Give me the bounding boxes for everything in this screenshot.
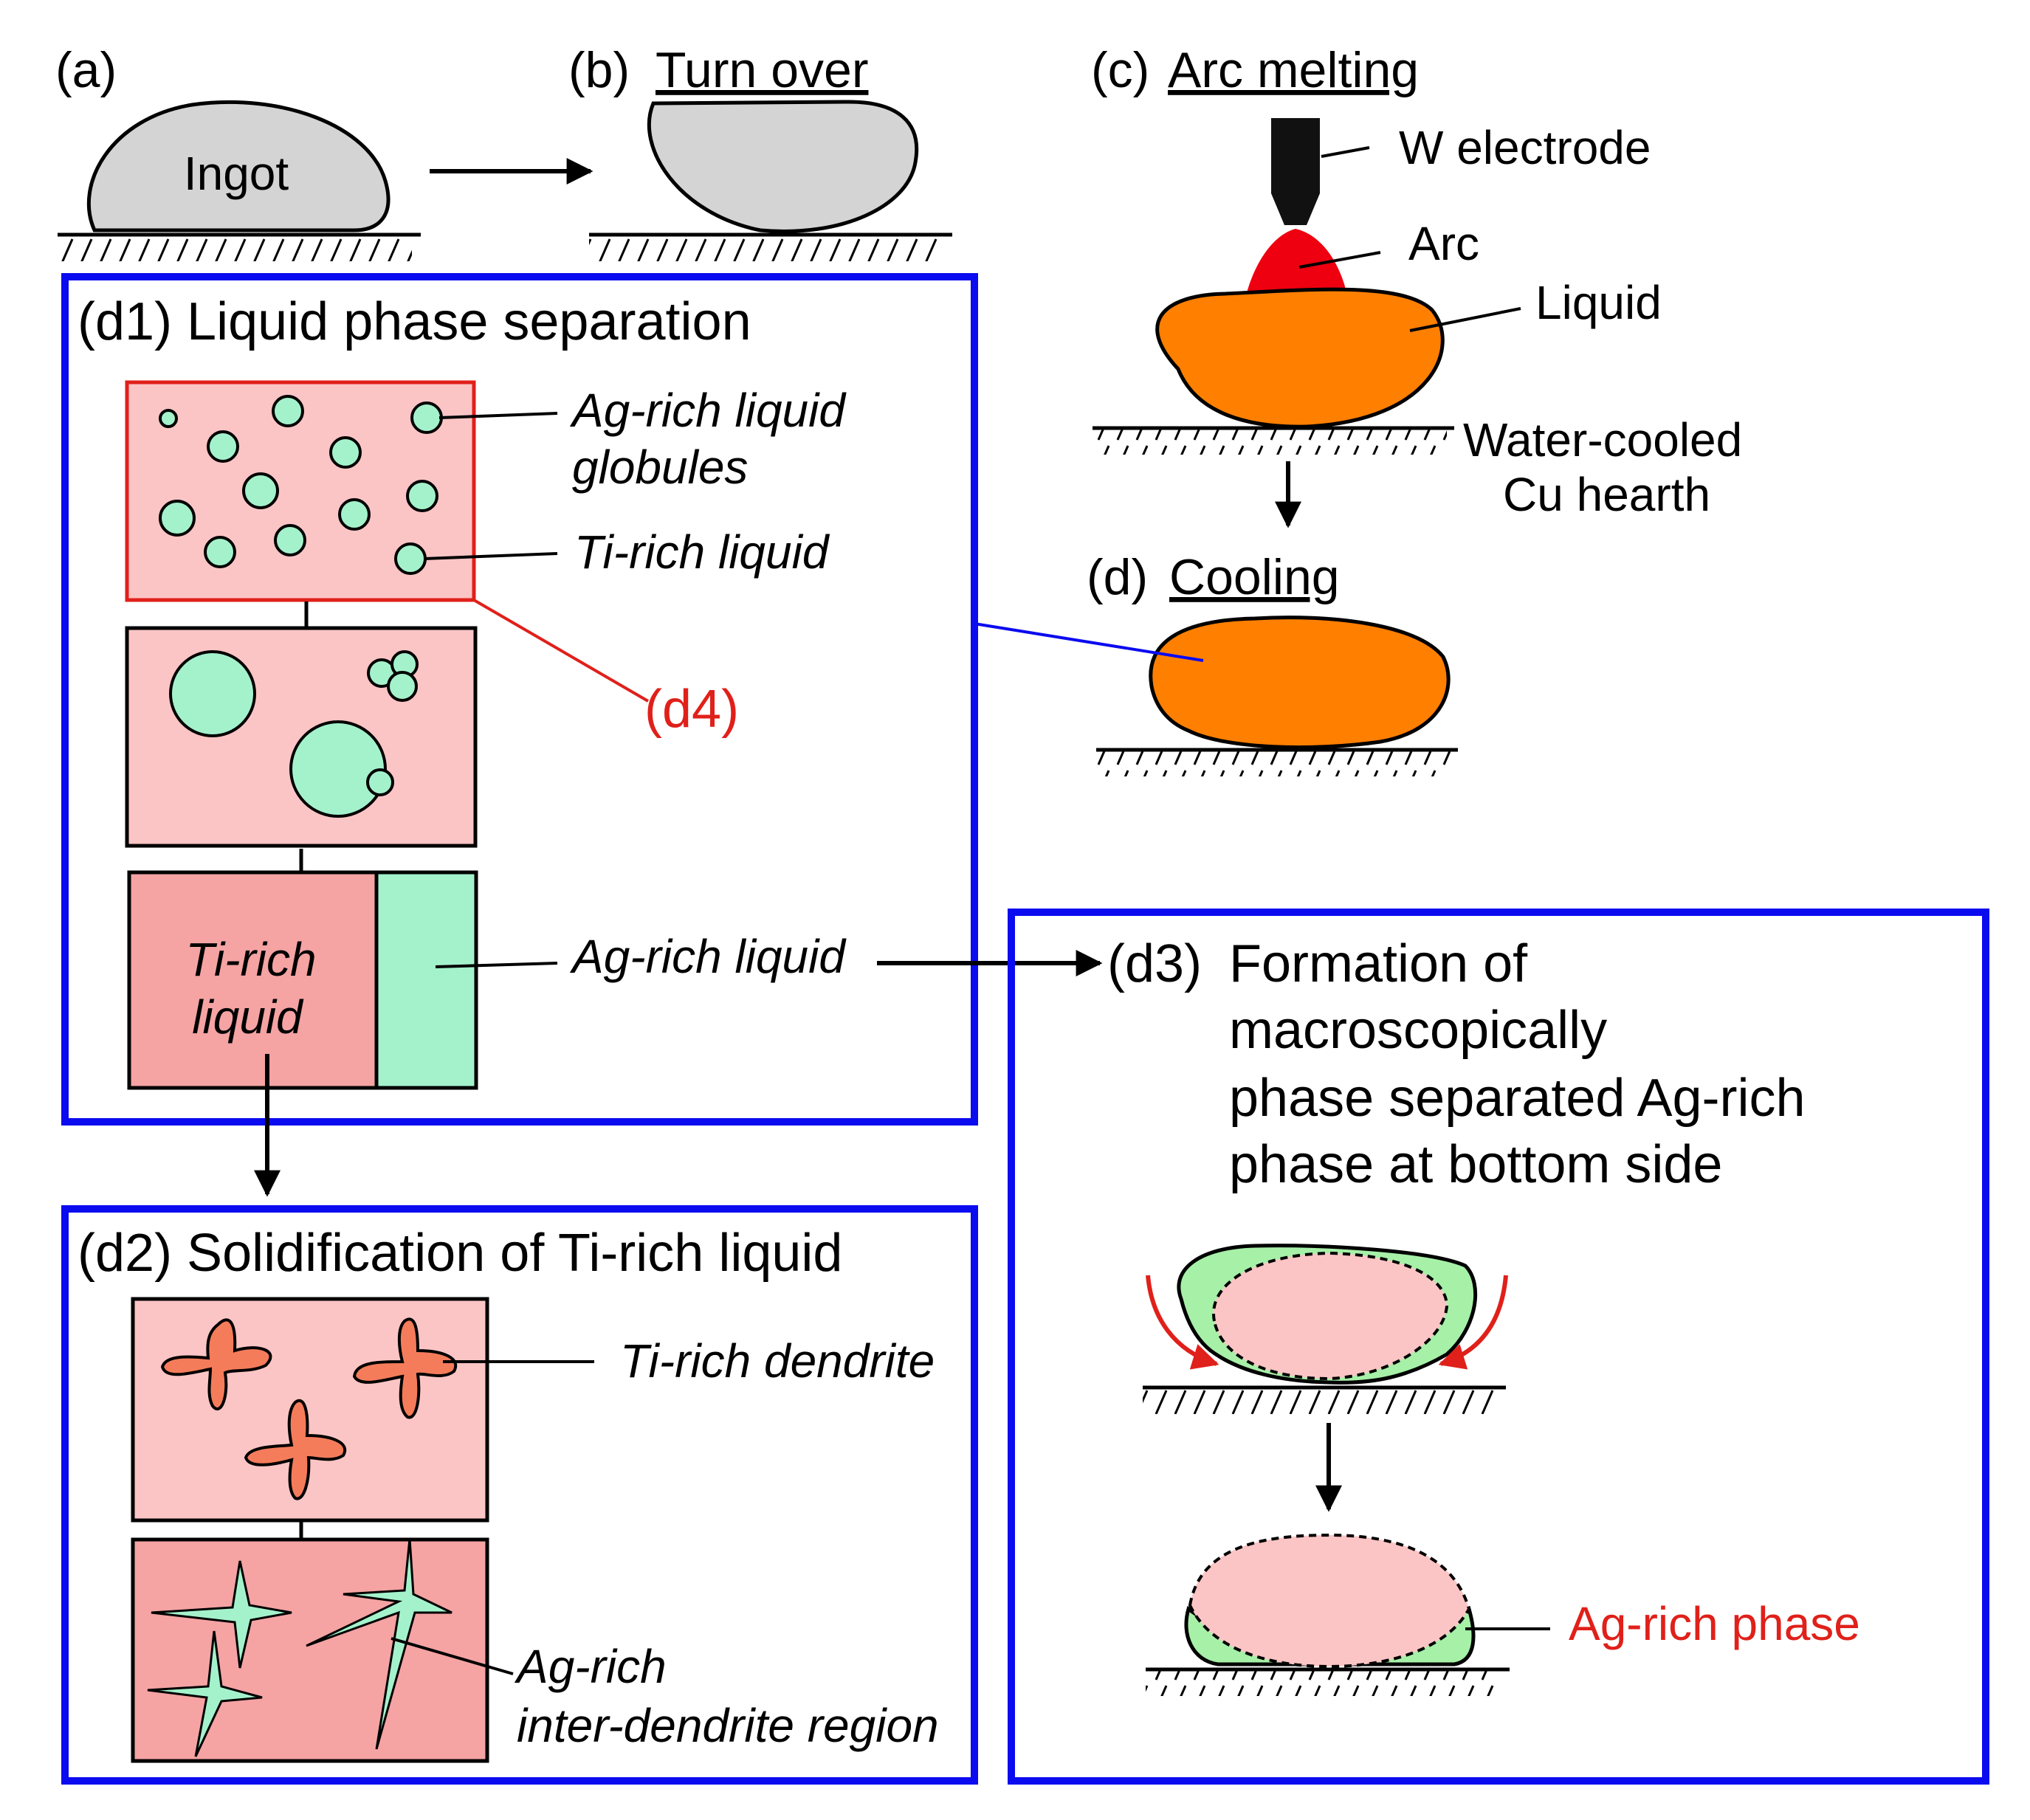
coalescence-box: [125, 626, 478, 848]
panel-b-title: Turn over: [656, 42, 868, 98]
ag-rich-globules: [159, 395, 443, 575]
electrode-leader: [1321, 146, 1370, 158]
panel-d3-line1: Formation of: [1229, 934, 1528, 993]
hearth-hatch: [1093, 430, 1447, 455]
flipped-ingot: [647, 100, 919, 233]
globules-label-1: Ag-rich liquid: [569, 384, 847, 437]
globules-label-2: globules: [572, 441, 748, 494]
ag-rich-leader: [435, 962, 558, 968]
inter-label-2: inter-dendrite region: [517, 1699, 939, 1752]
arc-leader: [1298, 251, 1381, 269]
ti-rich-leader: [424, 552, 558, 560]
floor-hatch: [589, 236, 943, 261]
flow-arrow-right: [1438, 1275, 1508, 1370]
hearth-label-1: Water-cooled: [1463, 413, 1742, 466]
liquid-metal: [1155, 287, 1445, 429]
inter-leader: [390, 1637, 514, 1675]
zoom-label: (d4): [644, 680, 739, 739]
panel-d-title: Cooling: [1169, 549, 1340, 605]
ti-rich-liquid-region: [127, 870, 379, 1090]
panel-a-tag: (a): [55, 42, 117, 98]
flow-arrow-left: [1146, 1275, 1219, 1370]
coalesced-globules: [169, 650, 419, 818]
panel-d1-frame: [61, 273, 978, 1126]
panel-a: (a) Ingot: [55, 42, 593, 261]
ti-rich-core: [1212, 1251, 1449, 1381]
ag-rich-label: Ag-rich liquid: [569, 930, 847, 983]
hearth-label-2: Cu hearth: [1503, 468, 1710, 521]
panel-c-tag: (c): [1091, 42, 1149, 98]
panel-d3-tag: (d3): [1107, 934, 1202, 993]
panel-d3-line3: phase separated Ag-rich: [1229, 1069, 1806, 1128]
callout-d-to-d1: [974, 622, 1204, 662]
panel-d3-frame: [1008, 909, 1989, 1785]
cooling-ingot: [1149, 616, 1451, 750]
panel-b-tag: (b): [568, 42, 630, 98]
panel-d2-frame: [61, 1205, 978, 1785]
floor-hatch: [1096, 751, 1451, 776]
ti-rich-box-label-1: Ti-rich: [185, 933, 316, 986]
panel-c: (c) Arc melting W electrode Arc Liquid W…: [1091, 42, 1742, 528]
liquid-leader: [1409, 307, 1521, 332]
zoom-callout: [472, 599, 650, 703]
ingot-label: Ingot: [184, 147, 289, 200]
panel-d3-line2: macroscopically: [1229, 1001, 1607, 1060]
floor-hatch: [1143, 1389, 1497, 1414]
ag-phase-label: Ag-rich phase: [1569, 1597, 1860, 1650]
panel-b: (b) Turn over: [568, 42, 952, 261]
ti-rich-dendrites: [160, 1317, 458, 1500]
w-electrode: [1271, 118, 1320, 225]
panel-c-title: Arc melting: [1168, 42, 1419, 98]
floor-hatch: [58, 236, 412, 261]
ti-rich-body: [1188, 1533, 1471, 1669]
panel-d2: (d2) Solidification of Ti-rich liquid Ti…: [61, 1205, 978, 1785]
panel-d3-line4: phase at bottom side: [1229, 1135, 1722, 1194]
panel-d1-title: (d1) Liquid phase separation: [78, 292, 751, 351]
globules-leader: [438, 412, 558, 419]
panel-d1: (d1) Liquid phase separation Ag-rich liq…: [61, 273, 1103, 1197]
arc-plasma: [1246, 229, 1347, 295]
ti-rich-box-label-2: liquid: [192, 990, 304, 1044]
inter-label-1: Ag-rich: [514, 1640, 667, 1693]
panel-d2-title: (d2) Solidification of Ti-rich liquid: [78, 1224, 842, 1283]
ingot: [86, 100, 390, 232]
ti-rich-label: Ti-rich liquid: [574, 525, 830, 579]
panel-d: (d) Cooling: [974, 549, 1458, 776]
arc-label: Arc: [1408, 217, 1479, 270]
panel-d-tag: (d): [1087, 549, 1148, 605]
electrode-label: W electrode: [1399, 121, 1651, 174]
ag-rich-liquid-region: [374, 870, 478, 1090]
dendrite-box: [131, 1297, 489, 1523]
liquid-label: Liquid: [1535, 276, 1662, 329]
floor-hatch: [1146, 1671, 1500, 1696]
solid-dendrites: [147, 1538, 453, 1757]
dendrite-label: Ti-rich dendrite: [620, 1334, 935, 1388]
panel-d3: (d3) Formation of macroscopically phase …: [1008, 909, 1989, 1785]
